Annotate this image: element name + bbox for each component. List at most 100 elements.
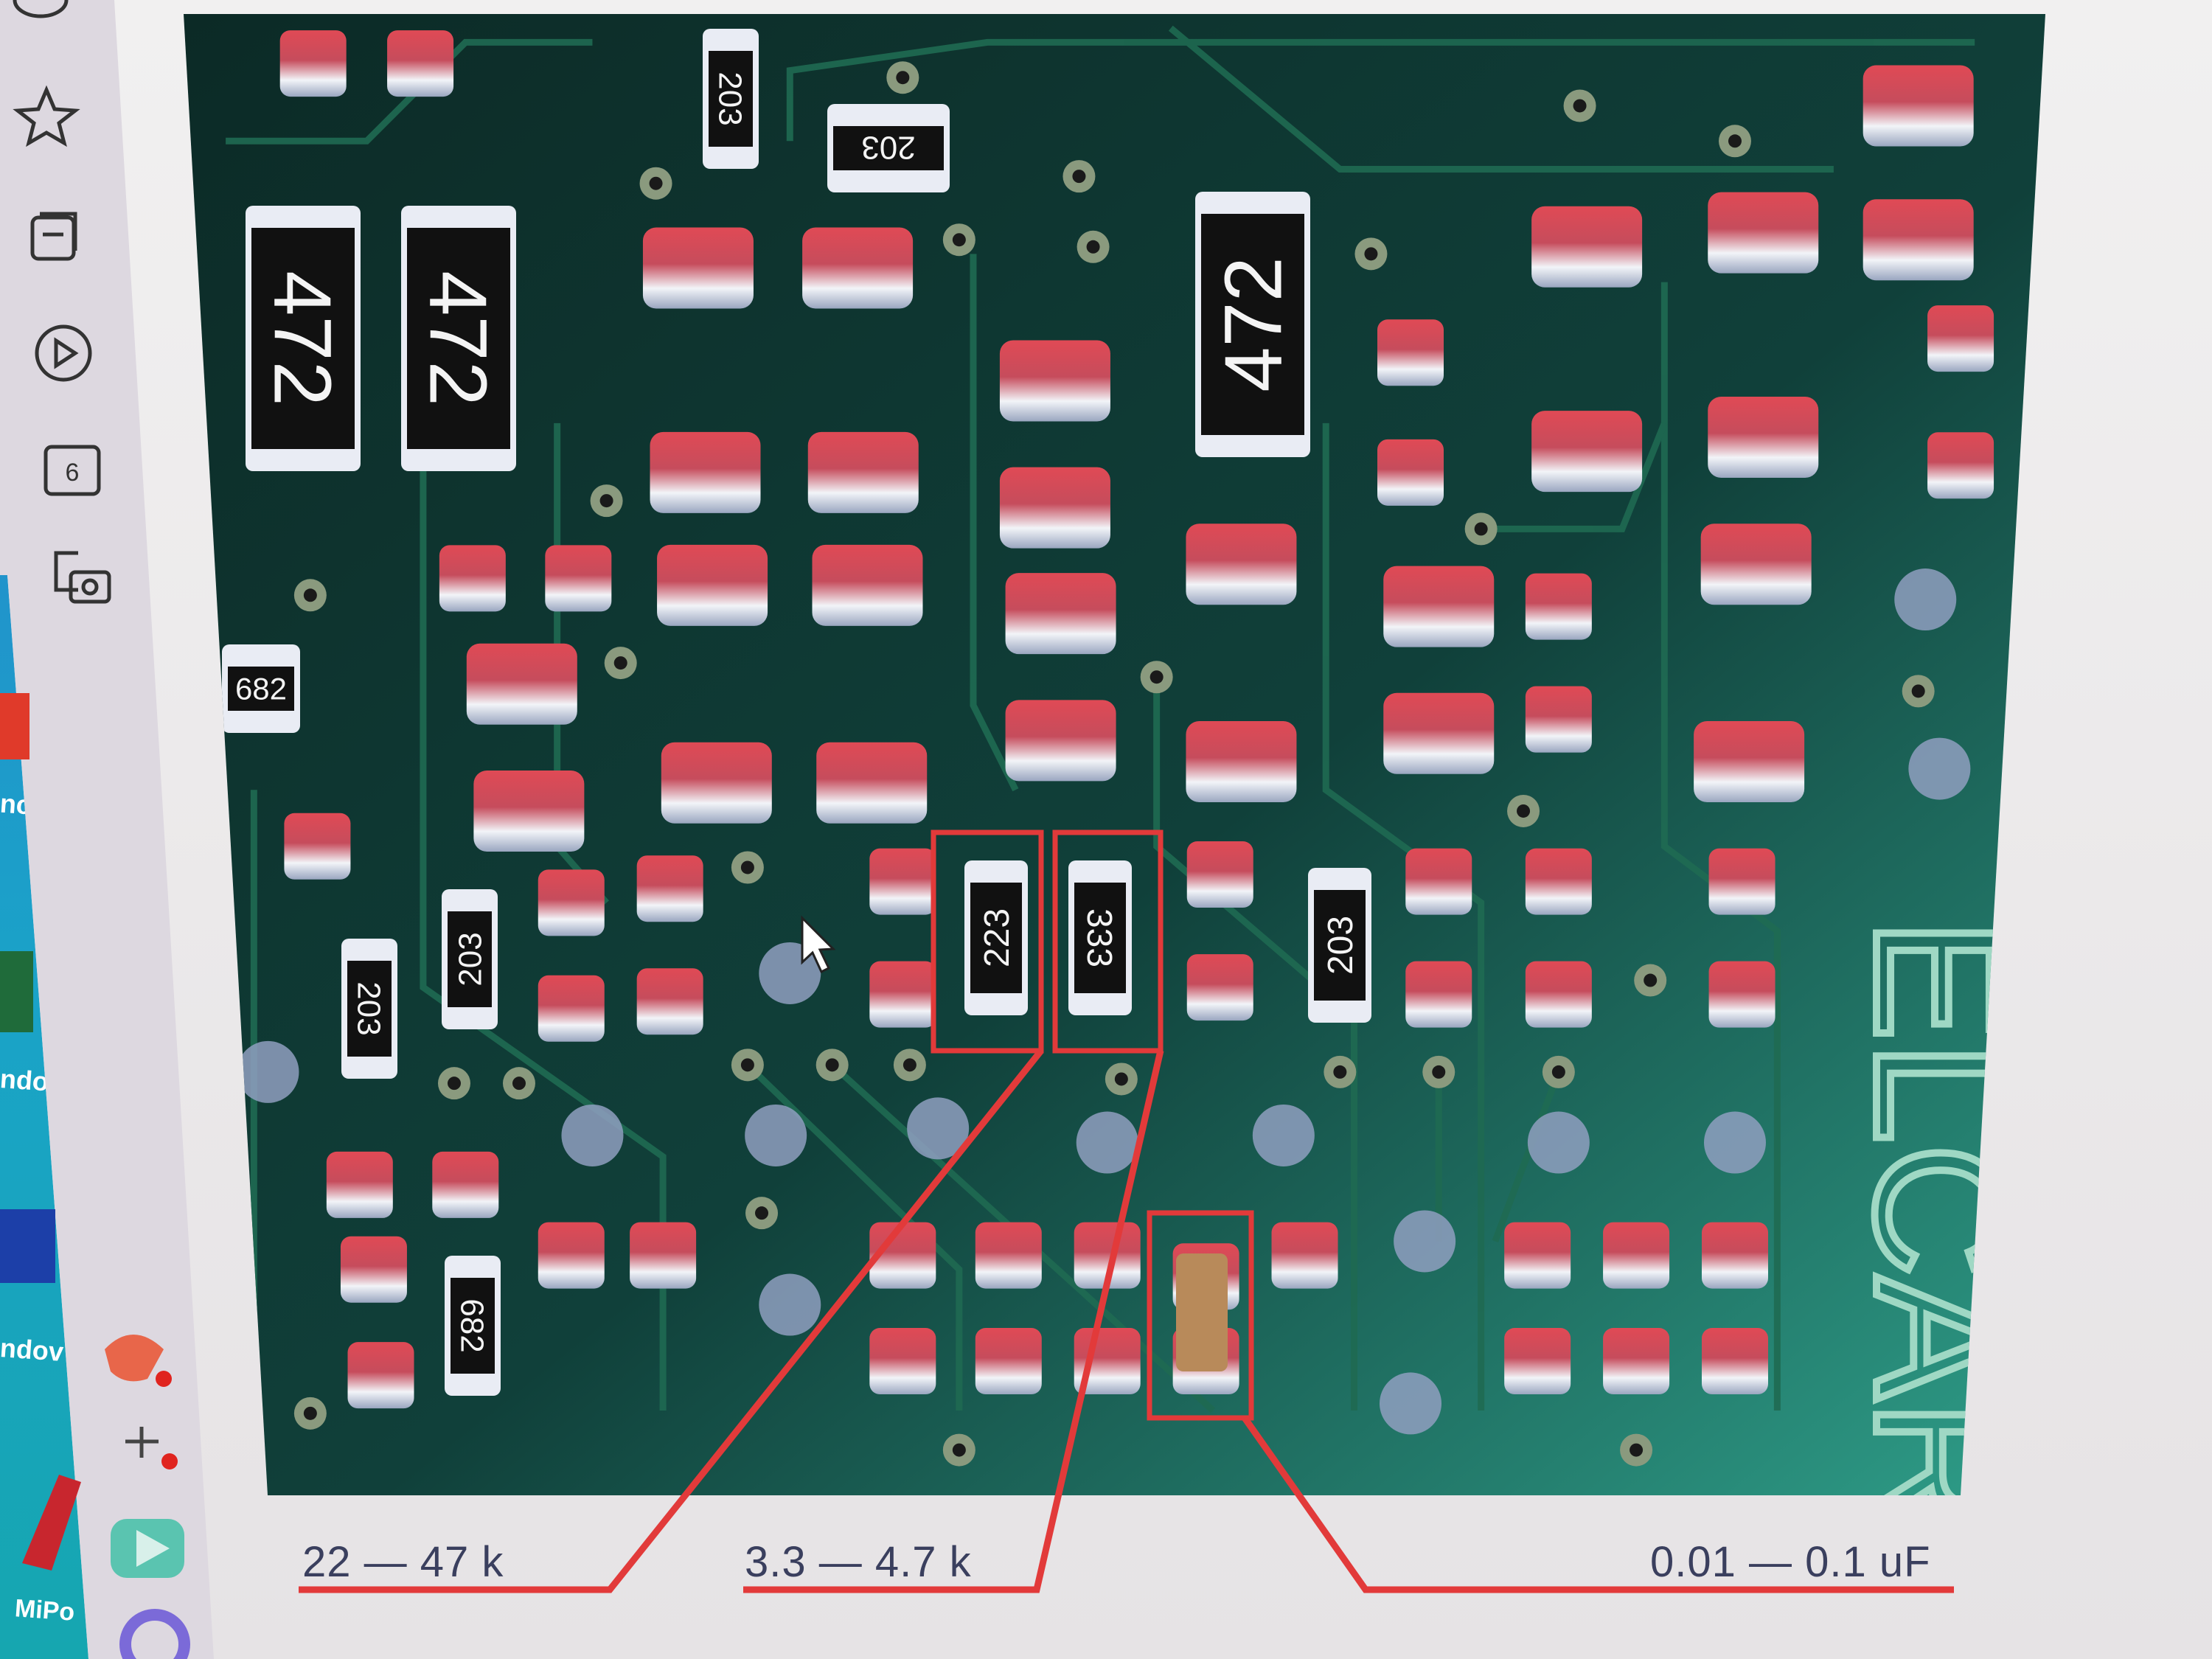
mouse-cursor-icon xyxy=(801,915,836,974)
solder-pad xyxy=(1504,1328,1571,1395)
solder-pad xyxy=(1525,961,1592,1028)
solder-pad xyxy=(1377,319,1444,386)
solder-pad xyxy=(1701,1328,1768,1395)
test-pad xyxy=(1908,737,1971,800)
pcb-trace xyxy=(970,254,1019,792)
via-hole xyxy=(1728,134,1742,148)
solder-pad xyxy=(1383,692,1495,774)
pcb-trace xyxy=(786,38,1975,142)
solder-pad xyxy=(1405,848,1472,915)
tab-count-icon[interactable] xyxy=(44,445,101,496)
via-hole xyxy=(825,1058,839,1072)
collections-icon[interactable] xyxy=(30,212,77,261)
highlight-box-resistor-333 xyxy=(1052,830,1164,1054)
solder-pad xyxy=(1186,841,1253,908)
add-app-icon[interactable] xyxy=(125,1427,159,1458)
resistor-body xyxy=(1074,883,1126,993)
component-marking: 203 xyxy=(351,981,387,1035)
via-hole xyxy=(599,494,613,508)
pcb-trace xyxy=(1153,677,1357,1411)
via-hole xyxy=(303,588,317,602)
solder-pad xyxy=(869,1222,936,1289)
word-app-icon[interactable] xyxy=(0,1209,55,1283)
tab-count-text: 6 xyxy=(66,459,80,487)
solder-pad xyxy=(1074,1222,1141,1289)
component-marking: 472 xyxy=(413,271,504,406)
mipo-app-icon[interactable] xyxy=(22,1475,81,1571)
via-hole xyxy=(740,1058,754,1072)
via-hole xyxy=(649,176,663,190)
via-hole xyxy=(952,233,966,247)
solder-pad xyxy=(538,1222,605,1289)
resistor-body xyxy=(228,667,294,711)
solder-pad xyxy=(636,855,703,922)
smd-resistor: 682 xyxy=(222,644,300,733)
excel-app-icon[interactable] xyxy=(0,951,33,1032)
smd-resistor: 203 xyxy=(703,29,759,169)
solder-pad xyxy=(466,643,577,725)
smd-resistor: 472 xyxy=(401,206,516,471)
via-hole xyxy=(755,1206,769,1220)
solder-pad xyxy=(1377,439,1444,506)
colorful-app-icon[interactable] xyxy=(105,1335,164,1382)
via-hole xyxy=(1644,973,1658,987)
smd-resistor: 472 xyxy=(246,206,361,471)
test-pad xyxy=(561,1104,624,1166)
highlight-box-capacitor xyxy=(1147,1210,1254,1421)
solder-pad xyxy=(1708,848,1775,915)
resistor-body xyxy=(407,228,510,449)
pcb-trace xyxy=(1492,1071,1562,1243)
solder-pad xyxy=(1927,432,1994,499)
via-hole xyxy=(896,71,910,85)
solder-pad xyxy=(869,961,936,1028)
solder-pad xyxy=(340,1236,407,1303)
desktop-app-icon[interactable] xyxy=(0,693,29,759)
test-pad xyxy=(759,1273,821,1336)
solder-pad xyxy=(1701,1222,1768,1289)
pcb-trace xyxy=(1322,422,1485,1411)
favorites-star-icon[interactable] xyxy=(13,85,80,147)
smd-resistor: 682 xyxy=(445,1256,501,1396)
solder-pad xyxy=(807,431,919,513)
solder-pad xyxy=(1504,1222,1571,1289)
smd-resistor: 203 xyxy=(341,939,397,1079)
component-marking: 223 xyxy=(978,908,1017,967)
test-pad xyxy=(907,1097,970,1160)
leader-line-2 xyxy=(743,1049,1164,1593)
component-marking: 203 xyxy=(712,72,748,125)
pcb-trace xyxy=(1168,25,1834,173)
via-hole xyxy=(1364,247,1378,261)
smd-resistor: 223 xyxy=(964,860,1028,1015)
circle-app-icon[interactable] xyxy=(119,1609,190,1659)
via-hole xyxy=(740,860,754,874)
test-pad xyxy=(745,1104,807,1166)
pcb-brand-text: ELCAR xyxy=(1837,918,2043,1533)
via-hole xyxy=(902,1058,917,1072)
solder-pad xyxy=(1186,721,1297,803)
solder-pad xyxy=(1603,1328,1670,1395)
via-hole xyxy=(1573,99,1587,113)
solder-pad xyxy=(1708,961,1775,1028)
solder-pad xyxy=(1603,1222,1670,1289)
test-pad xyxy=(1252,1104,1315,1166)
resistor-body xyxy=(448,911,492,1007)
resistor-body xyxy=(347,961,392,1057)
video-play-icon[interactable] xyxy=(35,324,92,382)
smd-resistor: 203 xyxy=(442,889,498,1029)
solder-pad xyxy=(812,544,923,626)
smd-capacitor xyxy=(1176,1253,1228,1371)
profile-icon[interactable] xyxy=(13,0,69,18)
annotation-label-resistor-range-1: 22 — 47 k xyxy=(302,1538,504,1586)
via-hole xyxy=(512,1077,526,1091)
test-pad xyxy=(1527,1111,1590,1174)
annotations xyxy=(299,830,1954,1593)
screenshot-camera-icon[interactable] xyxy=(54,551,111,604)
via-hole xyxy=(1114,1072,1128,1086)
via-hole xyxy=(1911,684,1925,698)
solder-pad xyxy=(661,742,772,824)
solder-pad xyxy=(1005,573,1116,655)
solder-pad xyxy=(347,1342,414,1409)
test-pad xyxy=(1076,1111,1138,1174)
solder-pad xyxy=(1405,961,1472,1028)
